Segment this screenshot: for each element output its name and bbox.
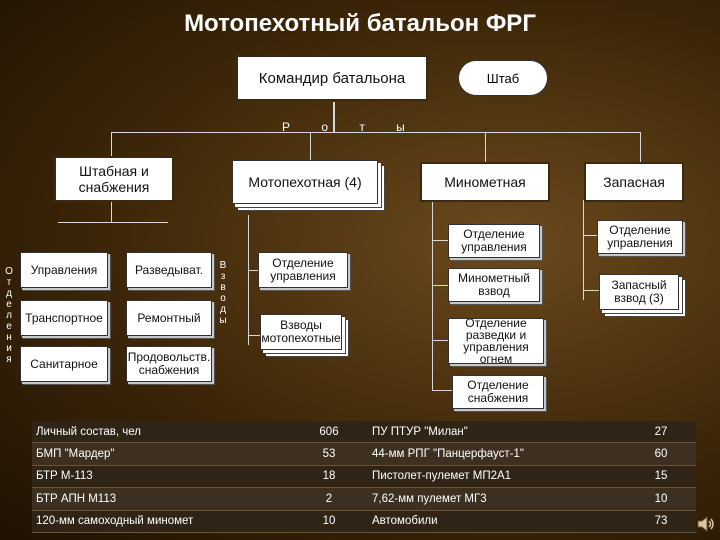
stats-table: Личный состав, чел 606 ПУ ПТУР "Милан" 2…	[32, 421, 696, 533]
motor-otd-upr: Отделение управления	[258, 252, 348, 288]
connector	[248, 270, 258, 271]
connector	[333, 102, 335, 132]
stat-label: ПУ ПТУР "Милан"	[368, 421, 626, 444]
table-row: 120-мм самоходный миномет 10 Автомобили …	[32, 510, 696, 533]
company-motor: Мотопехотная (4)	[232, 160, 378, 204]
hq-sanitarnoe: Санитарное	[20, 346, 108, 382]
stat-label: Пистолет-пулемет МП2А1	[368, 465, 626, 489]
company-mortar: Минометная	[420, 162, 550, 202]
connector	[111, 132, 641, 133]
stat-label: 7,62-мм пулемет МГ3	[368, 487, 626, 511]
reserve-otd-upr: Отделение управления	[597, 220, 683, 254]
stat-value: 10	[626, 487, 696, 511]
motor-vzvody: Взводы мотопехотные	[260, 314, 342, 350]
hq-upravleniya: Управления	[20, 252, 108, 288]
stat-label: 120-мм самоходный миномет	[32, 510, 290, 533]
stat-label: Автомобили	[368, 510, 626, 533]
stat-value: 15	[626, 465, 696, 489]
table-row: БТР М-113 18 Пистолет-пулемет МП2А1 15	[32, 465, 696, 489]
reserve-vzvod: Запасный взвод (3)	[599, 274, 679, 310]
stat-label: БМП "Мардер"	[32, 442, 290, 466]
connector	[111, 132, 112, 158]
page-title: Мотопехотный батальон ФРГ	[184, 10, 536, 37]
connector	[583, 235, 597, 236]
stat-value: 606	[290, 421, 368, 444]
connector	[248, 335, 260, 336]
hq-remontny: Ремонтный	[126, 300, 212, 336]
table-row: БТР АПН М113 2 7,62-мм пулемет МГ3 10	[32, 487, 696, 511]
hq-razvedyvat: Разведыват.	[126, 252, 212, 288]
stat-label: 44-мм РПГ "Панцерфауст-1"	[368, 442, 626, 466]
table-row: Личный состав, чел 606 ПУ ПТУР "Милан" 2…	[32, 421, 696, 444]
stat-value: 27	[626, 421, 696, 444]
connector	[310, 132, 311, 160]
connector	[432, 240, 448, 241]
connector	[583, 290, 599, 291]
stat-value: 73	[626, 510, 696, 533]
connector	[485, 132, 486, 162]
stat-value: 53	[290, 442, 368, 466]
hq-transportnoe: Транспортное	[20, 300, 108, 336]
connector	[248, 215, 249, 345]
stat-label: БТР АПН М113	[32, 487, 290, 511]
stat-label: БТР М-113	[32, 465, 290, 489]
speaker-icon[interactable]	[696, 514, 716, 534]
connector	[640, 132, 641, 162]
stat-value: 10	[290, 510, 368, 533]
mortar-razvedki: Отделение разведки и управления огнем	[448, 317, 544, 365]
hq-prodovolstv: Продовольств. снабжения	[126, 346, 212, 382]
table-row: БМП "Мардер" 53 44-мм РПГ "Панцерфауст-1…	[32, 442, 696, 466]
connector	[111, 200, 112, 222]
stat-value: 18	[290, 465, 368, 489]
mortar-vzvod: Минометный взвод	[448, 268, 540, 302]
mortar-snabzheniya: Отделение снабжения	[452, 375, 544, 409]
staff-oval: Штаб	[458, 60, 548, 96]
commander-box: Командир батальона	[236, 55, 428, 101]
connector	[583, 200, 584, 300]
company-reserve: Запасная	[584, 162, 684, 202]
mortar-otd-upr: Отделение управления	[448, 224, 540, 258]
connector	[58, 222, 168, 223]
stat-value: 60	[626, 442, 696, 466]
connector	[432, 285, 448, 286]
company-hq: Штабная и снабжения	[54, 156, 174, 202]
connector	[432, 390, 452, 391]
stat-value: 2	[290, 487, 368, 511]
roty-label: Р о т ы	[282, 120, 419, 134]
connector	[432, 200, 433, 390]
connector	[432, 340, 448, 341]
stat-label: Личный состав, чел	[32, 421, 290, 444]
